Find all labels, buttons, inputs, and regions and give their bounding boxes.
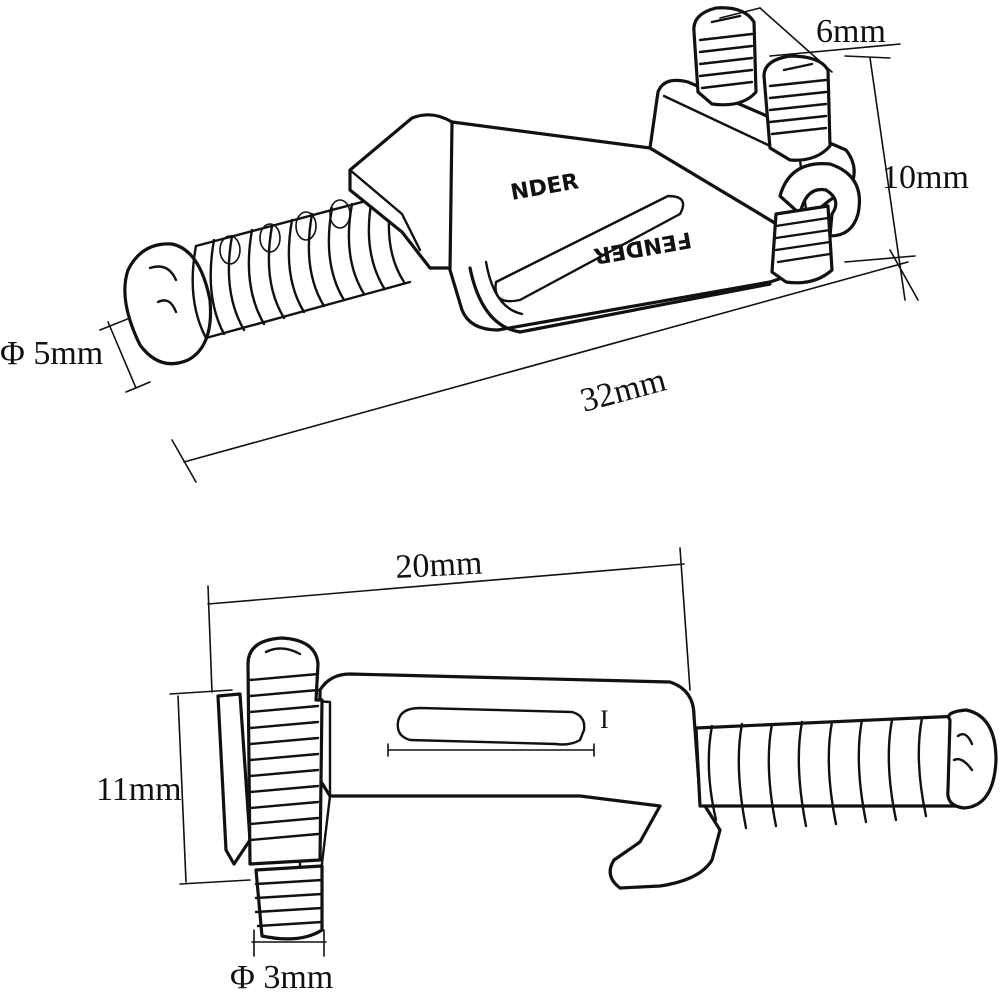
rear-bracket [648, 78, 861, 238]
dim-height: 10mm [882, 159, 969, 196]
side-plate: I [216, 672, 722, 890]
side-intonation-screw [694, 708, 998, 830]
height-screw-bottom [770, 204, 834, 285]
dim-screw-width: 6mm [816, 13, 886, 50]
dim-width-20: 20mm [394, 544, 483, 585]
top-saddle-illustration: NDER FENDER [0, 6, 969, 483]
dim-diameter-3: Φ 3mm [230, 959, 333, 996]
dim-height-11: 11mm [96, 771, 182, 808]
dim-diameter: Φ 5mm [0, 335, 103, 372]
slot-mark: I [600, 705, 609, 734]
height-screw-right [762, 54, 832, 162]
dim-length: 32mm [576, 361, 670, 419]
side-height-screw [246, 636, 324, 941]
intonation-screw [123, 190, 412, 366]
bottom-dimension-lines [169, 547, 691, 957]
top-dimension-lines [99, 7, 919, 483]
height-screw-left [692, 6, 758, 107]
saddle-plate: NDER FENDER [348, 113, 806, 334]
bottom-saddle-illustration: I [96, 544, 998, 996]
